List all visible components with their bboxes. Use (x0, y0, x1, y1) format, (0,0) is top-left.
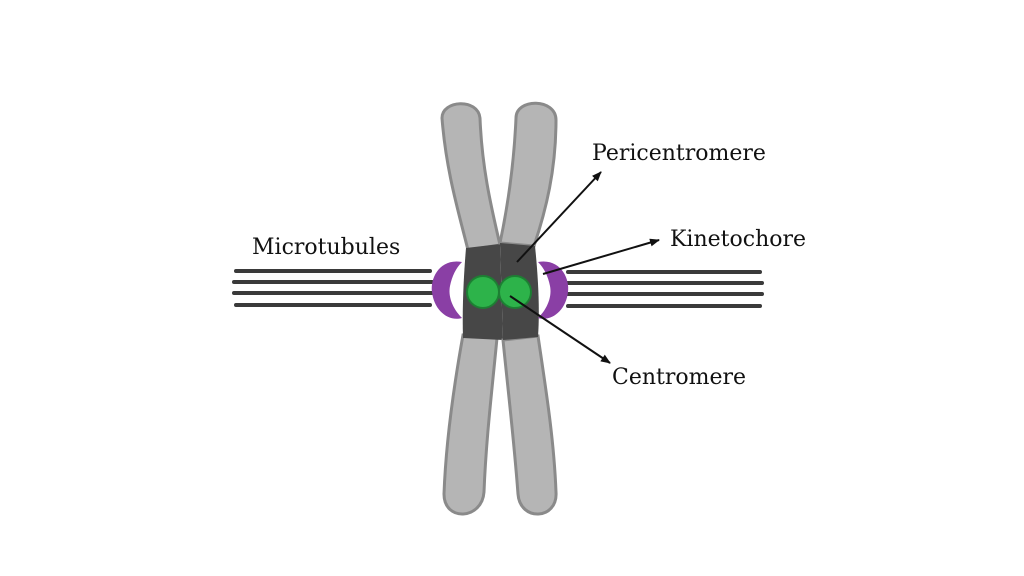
centromere-arrow (509, 295, 611, 364)
label-centromere: Centromere (612, 365, 746, 390)
label-pericentromere: Pericentromere (592, 141, 766, 166)
chromatid-right-lower-arm (501, 334, 558, 516)
centromere-left (466, 275, 500, 309)
kinetochore-right (538, 261, 569, 319)
centromere-right (498, 275, 532, 309)
label-kinetochore: Kinetochore (670, 227, 806, 252)
kinetochore-left (431, 261, 462, 319)
chromatid-left-upper-arm (440, 102, 502, 252)
chromatid-right-upper-arm (498, 101, 558, 248)
microtubules-right (564, 270, 764, 308)
microtubules-left (232, 269, 434, 307)
label-microtubules: Microtubules (252, 235, 400, 260)
chromatid-right (498, 101, 558, 516)
kinetochore-arrow (542, 238, 660, 275)
chromatid-left-lower-arm (442, 333, 499, 516)
pericentromere-arrow (516, 171, 602, 263)
